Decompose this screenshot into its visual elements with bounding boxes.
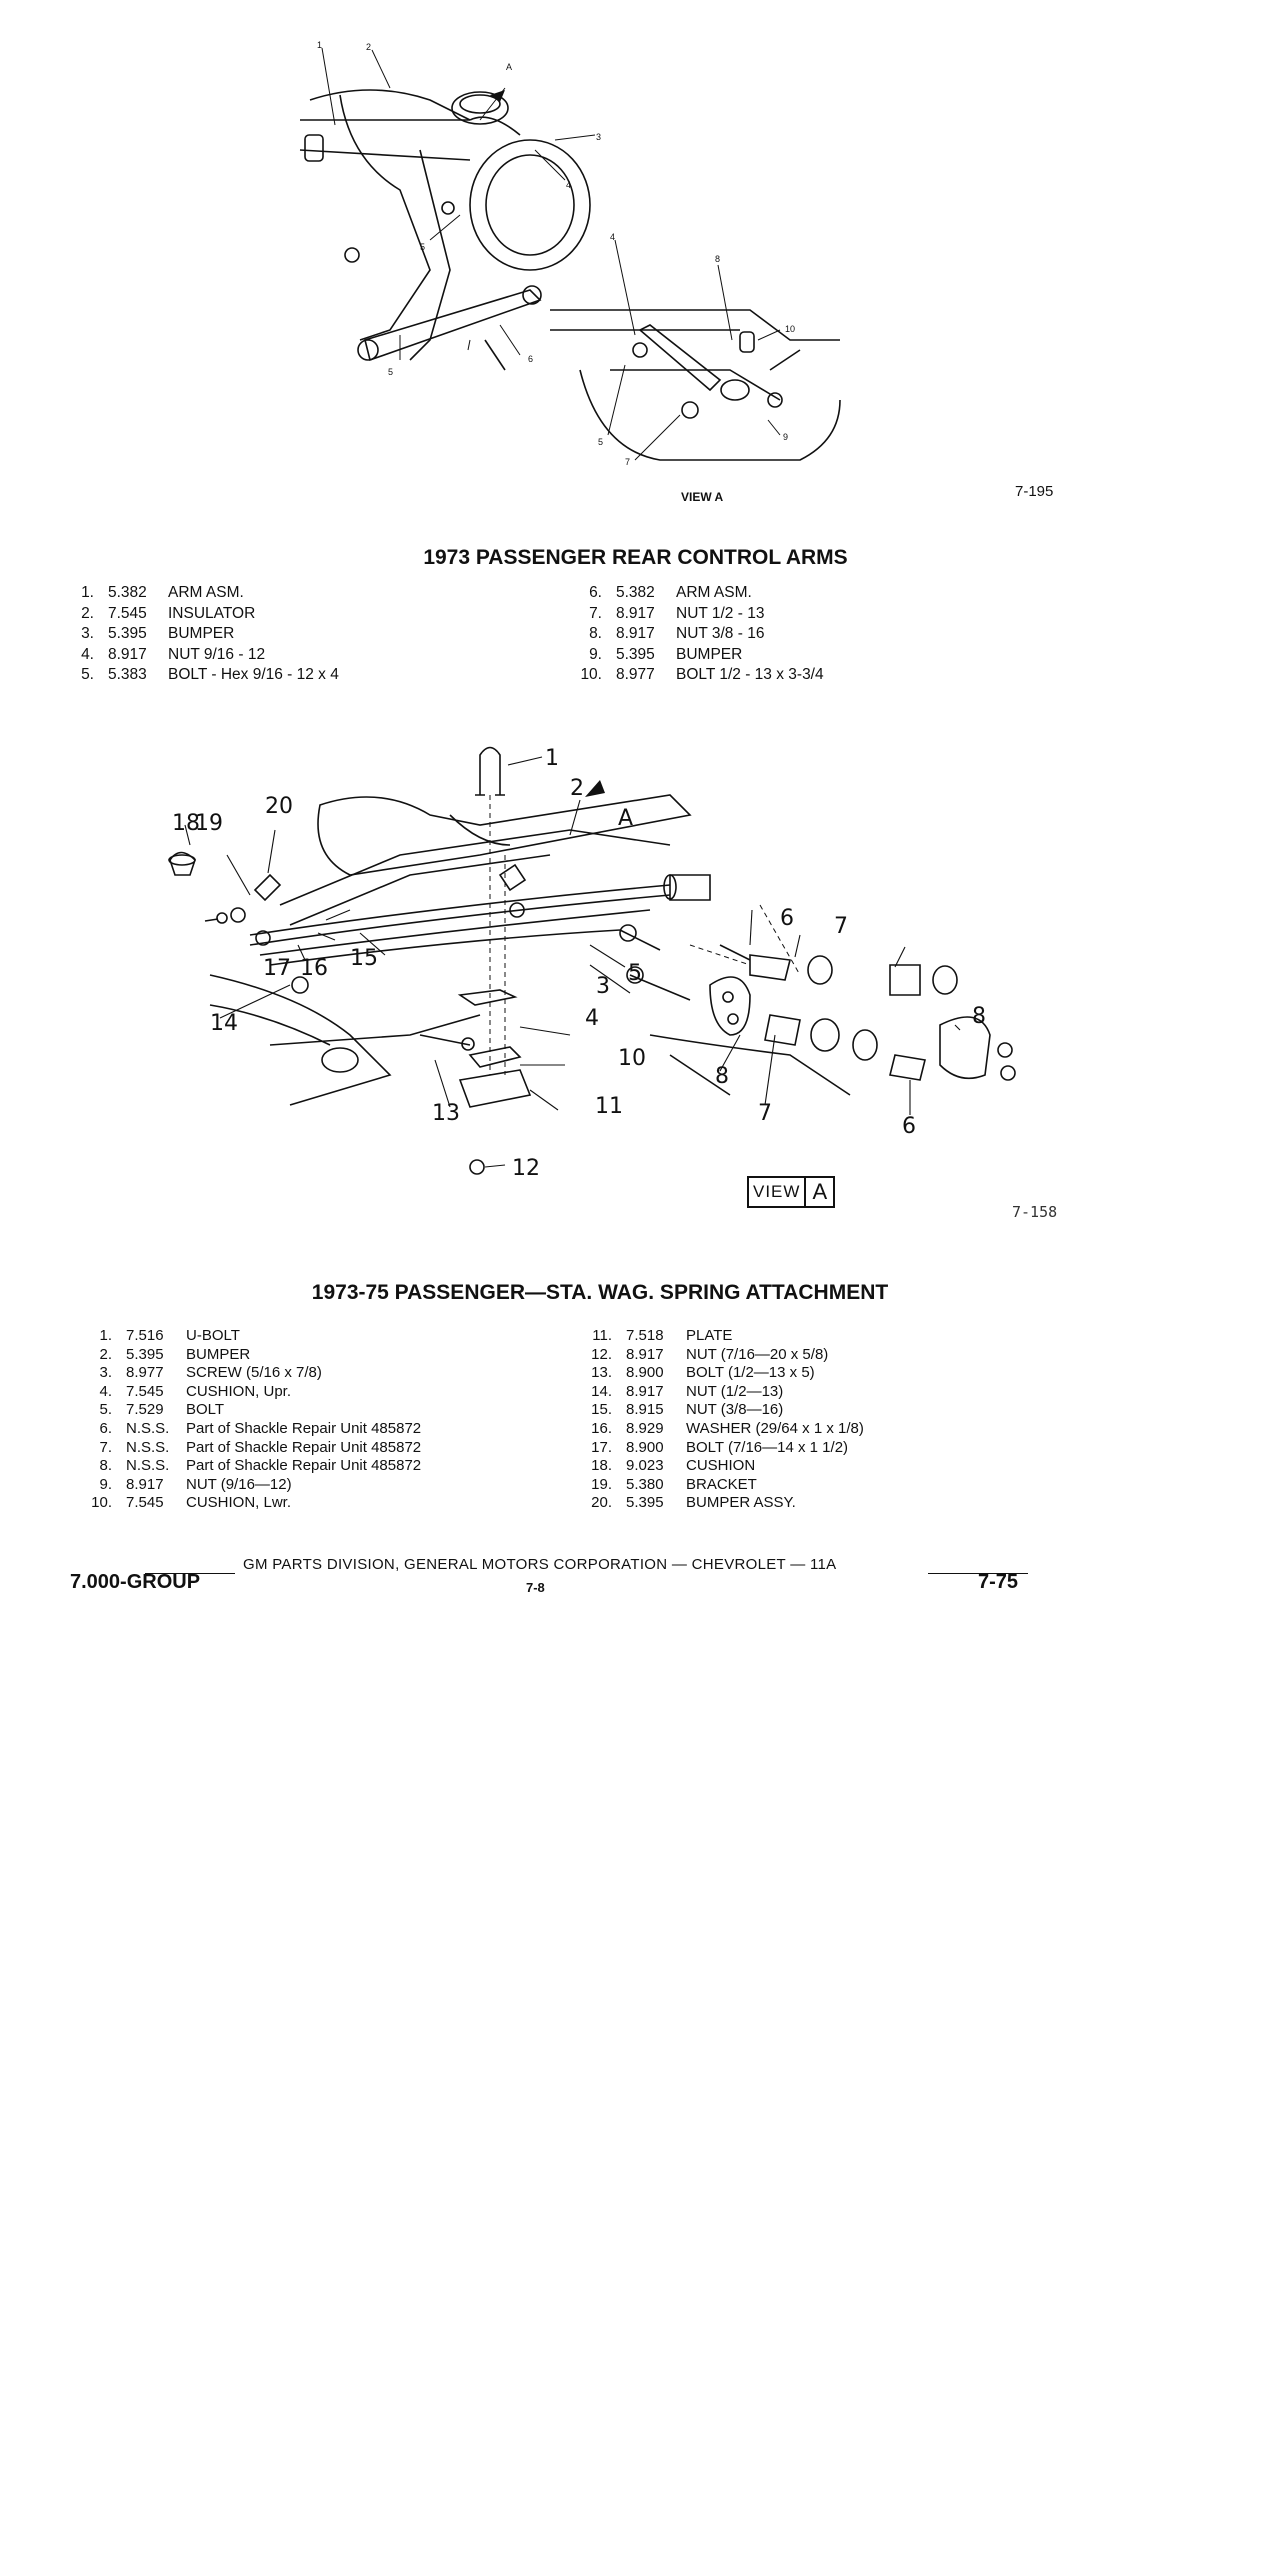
section-title: 1973-75 PASSENGER—STA. WAG. SPRING ATTAC… (311, 1281, 889, 1304)
figure-code: 7-195 (1015, 483, 1054, 500)
callout-a: A (618, 806, 633, 831)
callout-7b: 7 (758, 1101, 772, 1126)
view-a-arrow (490, 90, 505, 102)
callout-1: 1 (545, 746, 559, 771)
callout-a: A (506, 62, 512, 72)
footer-group: 7.000-GROUP (70, 1571, 201, 1593)
callout-6: 6 (528, 354, 533, 364)
spring-attachment-drawing: 1 2 A 3 4 10 11 12 13 14 15 16 17 18 19 … (168, 746, 1016, 1181)
callout-4: 4 (585, 1006, 599, 1031)
callout-7: 7 (625, 457, 630, 467)
footer-rule-right (928, 1573, 1028, 1574)
list-item: 8.N.S.S.Part of Shackle Repair Unit 4858… (99, 1457, 422, 1475)
control-arms-diagram: 1 2 A 3 4 5 6 5 8 10 9 5 7 4 (280, 40, 920, 510)
callout-6: 6 (780, 906, 794, 931)
callout-5b: 5 (388, 367, 393, 377)
callout-11: 11 (595, 1094, 623, 1119)
callout-16: 16 (300, 956, 328, 981)
callout-4: 4 (566, 180, 571, 190)
view-label: VIEW (753, 1182, 801, 1201)
callout-14: 14 (210, 1011, 238, 1036)
callout-18: 18 (172, 811, 200, 836)
view-a-box: VIEW A (747, 1176, 836, 1208)
section-title: 1973 PASSENGER REAR CONTROL ARMS (423, 546, 848, 569)
callout-15: 15 (350, 946, 378, 971)
callout-13: 13 (432, 1101, 460, 1126)
callout-3: 3 (596, 974, 610, 999)
callout-7: 7 (834, 914, 848, 939)
callout-20: 20 (265, 794, 293, 819)
callout-9: 9 (783, 432, 788, 442)
callout-8: 8 (972, 1004, 986, 1029)
spring-attachment-diagram: 1 2 A 3 4 10 11 12 13 14 15 16 17 18 19 … (150, 735, 1050, 1215)
callout-12: 12 (512, 1156, 540, 1181)
view-letter: A (804, 1178, 833, 1206)
callout-5c: 5 (598, 437, 603, 447)
callout-10: 10 (618, 1046, 646, 1071)
callout-10: 10 (785, 324, 795, 334)
callout-6b: 6 (902, 1114, 916, 1139)
control-arms-drawing: 1 2 A 3 4 5 6 5 8 10 9 5 7 4 (299, 40, 841, 467)
callout-5: 5 (420, 242, 425, 252)
footer-publisher: GM PARTS DIVISION, GENERAL MOTORS CORPOR… (243, 1556, 837, 1573)
callout-2: 2 (366, 42, 371, 52)
footer-rule-left (145, 1573, 235, 1574)
list-item: 7.N.S.S.Part of Shackle Repair Unit 4858… (99, 1438, 422, 1456)
callout-8: 8 (715, 254, 720, 264)
footer-date: 7-75 (978, 1571, 1019, 1593)
figure-code: 7-158 (1012, 1203, 1058, 1221)
view-a-label: VIEW A (681, 490, 724, 504)
view-a-arrow (585, 780, 605, 797)
callout-19: 19 (195, 811, 223, 836)
callout-2: 2 (570, 776, 584, 801)
callout-17: 17 (263, 956, 291, 981)
callout-4b: 4 (610, 232, 615, 242)
callout-1: 1 (317, 40, 322, 50)
footer-page-number: 7-8 (526, 1580, 545, 1595)
callout-3: 3 (596, 132, 601, 142)
callout-5: 5 (628, 961, 642, 986)
list-item: 6.N.S.S.Part of Shackle Repair Unit 4858… (99, 1419, 422, 1437)
callout-8b: 8 (715, 1064, 729, 1089)
